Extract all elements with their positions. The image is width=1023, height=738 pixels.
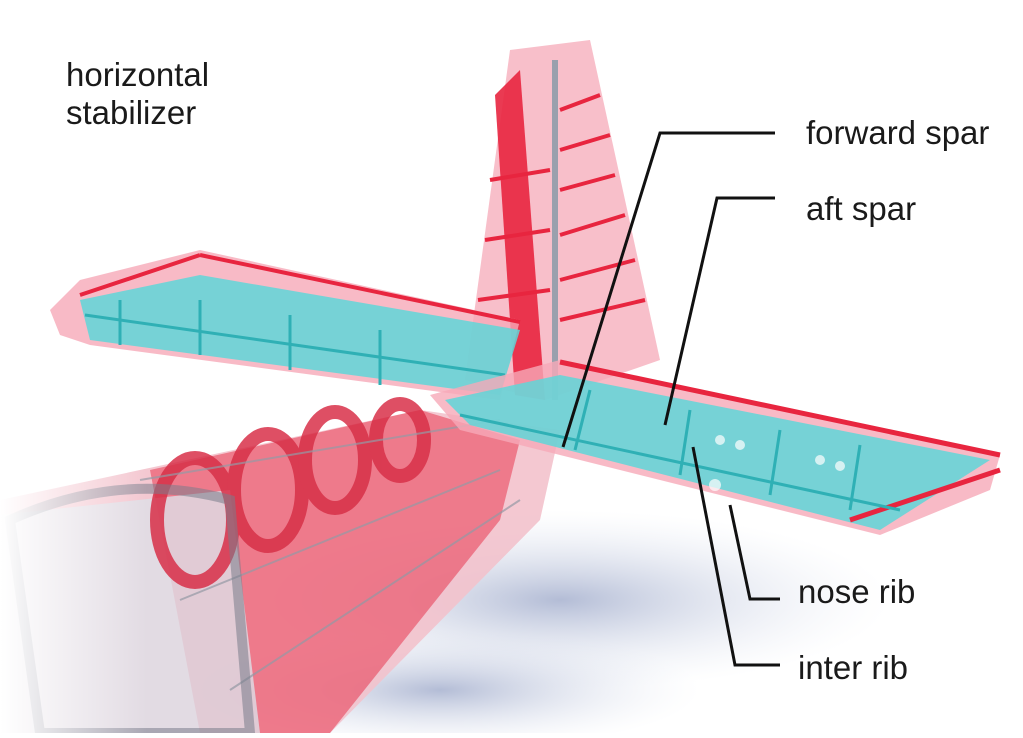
vertical-fin (465, 40, 660, 400)
diagram-title: horizontal stabilizer (66, 56, 209, 132)
title-line-2: stabilizer (66, 94, 197, 131)
fade-overlay (0, 470, 420, 733)
aft-spar-leader (663, 196, 775, 426)
inter-rib-leader (691, 446, 780, 667)
leader-lines (561, 131, 780, 667)
stabilizer-right (430, 359, 1001, 535)
forward-spar-label: forward spar (806, 114, 990, 151)
forward-spar-leader (561, 131, 775, 448)
inter-rib-label: inter rib (798, 649, 909, 686)
nose-rib-label: nose rib (798, 573, 916, 610)
title-line-1: horizontal (66, 56, 210, 93)
nose-rib-leader (728, 504, 780, 601)
stabilizer-left (50, 250, 521, 400)
aft-spar-label: aft spar (806, 190, 917, 227)
